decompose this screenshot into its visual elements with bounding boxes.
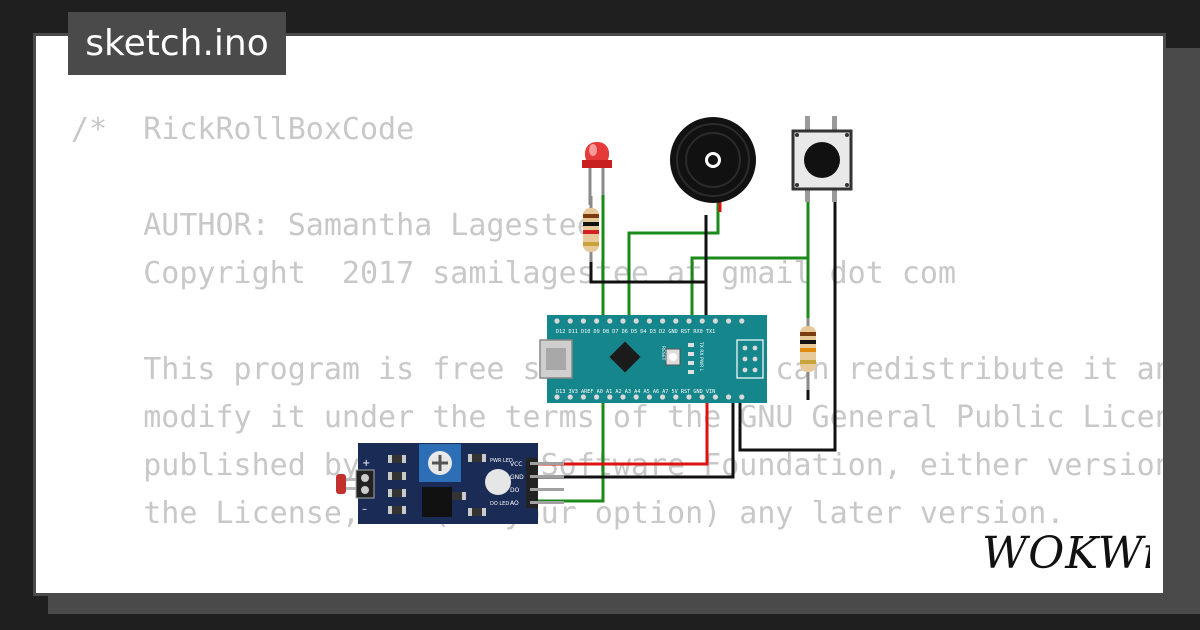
header-pin[interactable]: [633, 318, 639, 324]
code-line: AUTHOR: Samantha Lagestee: [71, 208, 595, 243]
header-pin[interactable]: [620, 318, 626, 324]
sensor-pin-ao: AO: [510, 500, 519, 507]
mcu-chip: [609, 341, 641, 373]
icsp-header: [736, 339, 764, 379]
header-pin[interactable]: [594, 394, 600, 400]
bottom-pin-row: [554, 394, 745, 400]
header-pin[interactable]: [726, 394, 732, 400]
wokwi-logo[interactable]: WOKWi: [978, 520, 1150, 586]
header-pin[interactable]: [673, 318, 679, 324]
push-button[interactable]: [791, 116, 853, 202]
wire-resistor-gnd: [589, 260, 708, 318]
bottom-pin-labels: D13 3V3 AREF A0 A1 A2 A3 A4 A5 A6 A7 5V …: [556, 389, 715, 395]
header-pin[interactable]: [712, 394, 719, 400]
header-pin[interactable]: [712, 318, 719, 324]
sensor-pin-vcc: VCC: [510, 461, 522, 468]
header-pin[interactable]: [739, 394, 745, 400]
status-led-labels: TX RX PWR L: [698, 341, 704, 372]
icsp-pin[interactable]: [752, 367, 758, 373]
header-pin[interactable]: [646, 394, 653, 400]
pwr-led-label: PWR LED: [490, 458, 513, 464]
code-line: /* RickRollBoxCode: [71, 112, 415, 147]
header-pin[interactable]: [567, 394, 573, 400]
header-pin[interactable]: [686, 394, 692, 400]
terminal-plus: +: [362, 458, 370, 469]
header-pin[interactable]: [739, 318, 745, 324]
do-led-label: DO LED: [490, 501, 509, 507]
comparator-ic: [422, 487, 452, 517]
header-pin[interactable]: [607, 318, 613, 324]
top-pin-labels: D12 D11 D10 D9 D8 D7 D6 D5 D4 D3 D2 GND …: [556, 329, 715, 335]
icsp-pin[interactable]: [752, 356, 758, 362]
piezo-buzzer[interactable]: [670, 117, 756, 203]
header-pin[interactable]: [580, 318, 587, 324]
icsp-pin[interactable]: [752, 345, 758, 351]
header-pin[interactable]: [660, 318, 666, 324]
ldr: [336, 474, 346, 494]
icsp-pin[interactable]: [742, 367, 748, 373]
red-led[interactable]: [582, 142, 612, 205]
code-line: modify it under the terms of the GNU Gen…: [71, 400, 1166, 435]
file-tab-label: sketch.ino: [85, 23, 269, 64]
wire-button-d2: [690, 195, 810, 318]
resistor-1[interactable]: [583, 196, 599, 262]
header-pin[interactable]: [673, 394, 679, 400]
terminal-minus: –: [362, 504, 367, 515]
arduino-nano[interactable]: D12 D11 D10 D9 D8 D7 D6 D5 D4 D3 D2 GND …: [539, 315, 767, 403]
header-pin[interactable]: [660, 394, 666, 400]
wires: [530, 195, 837, 503]
wire-sensor-gnd: [530, 398, 735, 479]
header-pin[interactable]: [686, 318, 692, 324]
header-pin[interactable]: [554, 318, 560, 324]
wire-sensor-vcc: [530, 398, 709, 466]
header-pin[interactable]: [567, 318, 573, 324]
code-line: DISCLAIMER: The song "Never Gonna Give Y…: [71, 586, 1163, 593]
code-line: Copyright 2017 samilagestee at gmail dot…: [71, 256, 957, 291]
header-pin[interactable]: [633, 394, 639, 400]
header-pin[interactable]: [699, 318, 705, 324]
header-pin[interactable]: [607, 394, 613, 400]
icsp-pin[interactable]: [742, 356, 748, 362]
header-pin[interactable]: [594, 318, 600, 324]
top-pin-row: [554, 318, 745, 324]
wire-buzzer-d7: [627, 200, 720, 318]
header-pin[interactable]: [699, 394, 705, 400]
header-pin[interactable]: [580, 394, 587, 400]
reset-label: RESET: [660, 346, 666, 361]
resistor-2[interactable]: [800, 318, 816, 390]
wokwi-logo-text: WOKWi: [982, 528, 1150, 579]
file-tab[interactable]: sketch.ino: [68, 12, 286, 75]
wire-sensor-ao: [530, 398, 605, 503]
sensor-pin-do: DO: [510, 487, 520, 494]
header-pin[interactable]: [554, 394, 560, 400]
header-pin[interactable]: [646, 318, 653, 324]
icsp-pin[interactable]: [742, 345, 748, 351]
wire-button-gnd: [738, 195, 837, 452]
header-pin[interactable]: [620, 394, 626, 400]
photoresistor-module[interactable]: VCC GND DO AO + – PWR LED DO LED: [336, 443, 564, 524]
header-pin[interactable]: [726, 318, 732, 324]
sensor-pin-gnd: GND: [510, 474, 524, 481]
